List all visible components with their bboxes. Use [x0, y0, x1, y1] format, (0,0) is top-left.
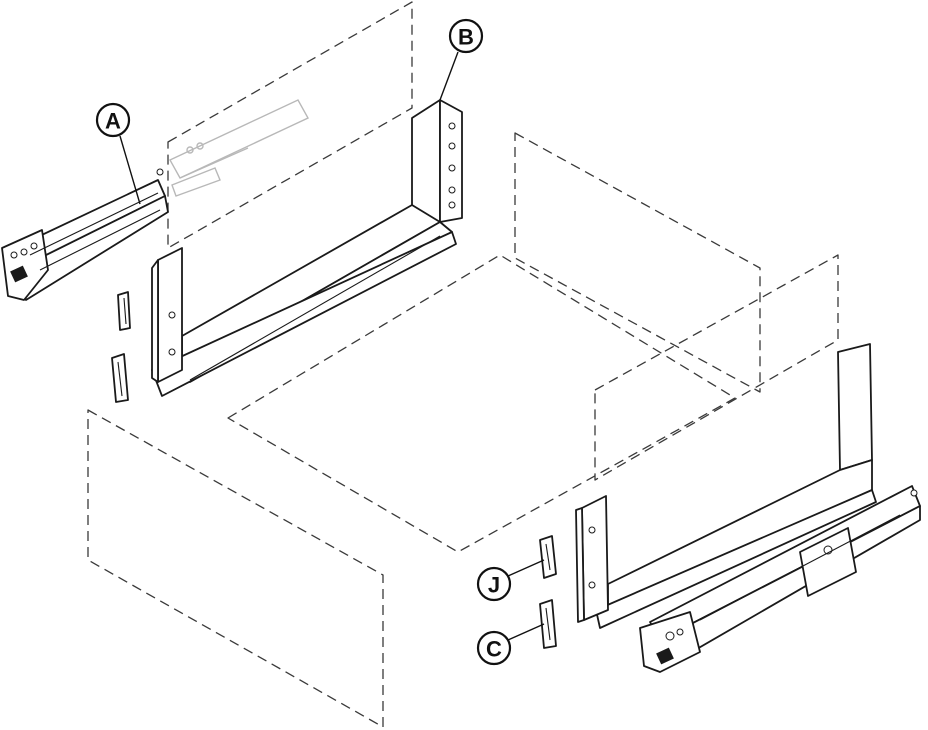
front-panel-dashed — [87, 409, 384, 728]
left-back-panel-dashed — [167, 1, 413, 249]
rear-panel-dashed — [514, 132, 761, 393]
callout-b-label: B — [458, 25, 474, 50]
callout-j: J — [476, 559, 545, 602]
front-clip-left-lower — [111, 353, 129, 403]
callout-c-label: C — [486, 637, 502, 662]
callout-a: A — [95, 102, 141, 205]
drawer-side-left — [151, 99, 463, 397]
callout-c: C — [476, 623, 545, 666]
drawer-slide-right — [639, 485, 921, 673]
callout-j-label: J — [488, 573, 500, 598]
drawer-side-right — [575, 343, 877, 629]
ghost-slide — [169, 99, 309, 197]
front-clip-c — [539, 599, 557, 649]
drawer-slide-left — [1, 168, 169, 301]
callout-a-label: A — [105, 109, 121, 134]
right-side-panel-dashed — [594, 254, 839, 481]
front-clip-left-upper — [117, 291, 131, 331]
callout-b: B — [439, 18, 484, 101]
front-clip-j — [539, 535, 557, 579]
drawer-bottom-dashed — [227, 254, 736, 553]
